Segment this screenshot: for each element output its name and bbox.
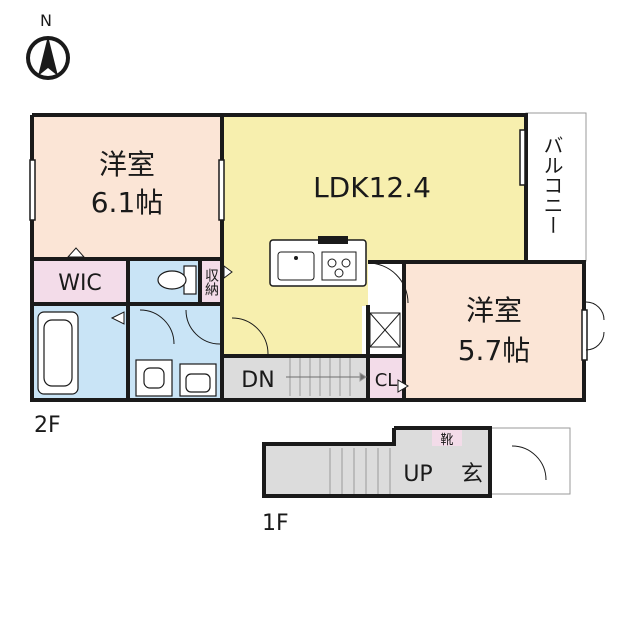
western-room-2-fill [405, 264, 583, 398]
balcony-name: バルコニー [540, 135, 564, 235]
arrow-markers [66, 247, 409, 393]
floor-label-1f: 1F [262, 511, 289, 536]
shoe-storage-fill [432, 430, 462, 446]
western-room-2-name: 洋室 [466, 294, 522, 327]
entrance-label: 玄 [461, 462, 483, 487]
stairs-up-label: UP [403, 462, 432, 487]
western-room-1-fill [34, 117, 220, 257]
fridge-box [369, 312, 401, 348]
closet-label: CL [375, 370, 398, 391]
bathtub-fixture [37, 311, 79, 395]
ldk-name: LDK12.4 [313, 171, 431, 204]
washer-fixture [135, 359, 173, 397]
ldk-fill [222, 117, 524, 263]
floor-label-2f: 2F [34, 413, 61, 438]
walls-1f [262, 426, 492, 498]
storage-label: 収納 [203, 268, 219, 297]
porch-fill [489, 427, 571, 495]
wic-fill [34, 260, 126, 303]
window-marks [29, 129, 588, 361]
western-room-1-size: 6.1帖 [91, 186, 164, 219]
stairs-down-label: DN [241, 368, 274, 393]
shoe-storage-label: 靴 [440, 433, 453, 448]
compass-north-label: N [40, 11, 52, 30]
western-room-2-size: 5.7帖 [458, 334, 531, 367]
western-room-1-name: 洋室 [99, 148, 155, 181]
wic-label: WIC [58, 271, 102, 296]
stairs-1f [329, 448, 391, 494]
kitchen-counter [269, 236, 367, 287]
sink-fixture [179, 363, 217, 397]
compass-icon [26, 36, 70, 80]
balcony-fill [525, 112, 587, 262]
walls-2f [30, 113, 586, 402]
storage-fill [200, 260, 222, 303]
door-swings [139, 262, 605, 481]
toilet-fixture [157, 265, 197, 295]
stairs-2f [286, 358, 367, 396]
